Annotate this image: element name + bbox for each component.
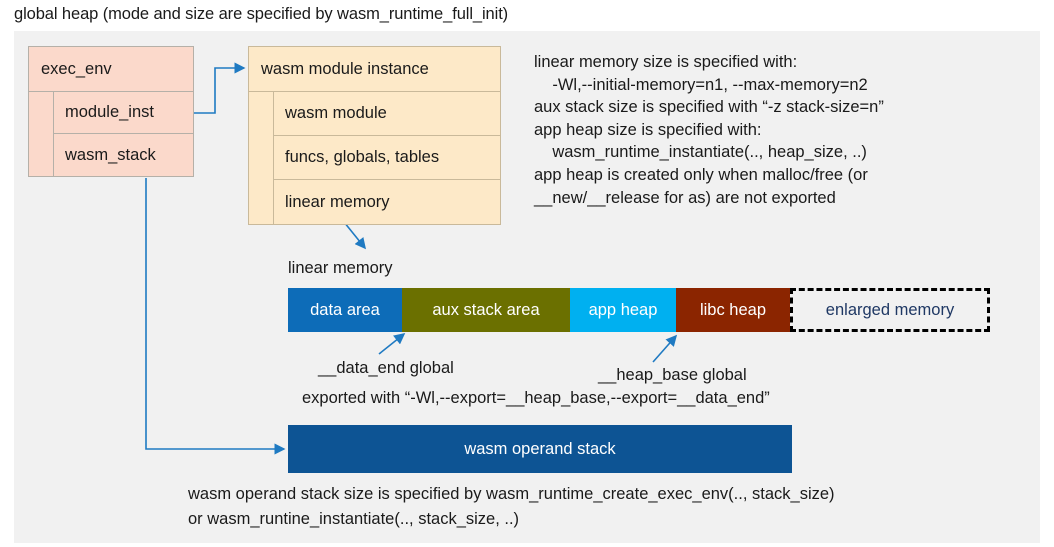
memory-segment-enlarged-memory: enlarged memory [790,288,990,332]
exec-env-row-wasm-stack: wasm_stack [65,145,156,164]
linear-memory-caption: linear memory [288,259,393,277]
wasm-module-instance-box: wasm module instance wasm module funcs, … [248,46,501,225]
exec-env-box: exec_env module_inst wasm_stack [28,46,194,177]
annotation-exported-with: exported with “-Wl,--export=__heap_base,… [302,389,770,407]
memory-segment-aux-stack-area: aux stack area [402,288,570,332]
wasm-operand-stack-box: wasm operand stack [288,425,792,473]
wasm-module-instance-header: wasm module instance [249,47,500,92]
operand-stack-note: wasm operand stack size is specified by … [188,485,835,528]
exec-env-header: exec_env [29,47,193,92]
exec-env-row-module-inst: module_inst [54,92,193,134]
page-title: global heap (mode and size are specified… [14,5,509,23]
wmi-row-linear-memory: linear memory [285,192,390,211]
annotation-data-end: __data_end global [318,359,454,377]
annotation-heap-base: __heap_base global [598,366,747,384]
wmi-row-wasm-module: wasm module [274,92,500,136]
linear-memory-bar: data area aux stack area app heap libc h… [288,288,990,332]
memory-segment-app-heap: app heap [570,288,676,332]
wasm-module-instance-gutter [249,92,274,224]
memory-segment-data-area: data area [288,288,402,332]
memory-segment-libc-heap: libc heap [676,288,790,332]
memory-configuration-notes: linear memory size is specified with: -W… [534,53,884,207]
wmi-row-funcs-globals-tables: funcs, globals, tables [274,136,500,180]
exec-env-gutter [29,92,54,176]
